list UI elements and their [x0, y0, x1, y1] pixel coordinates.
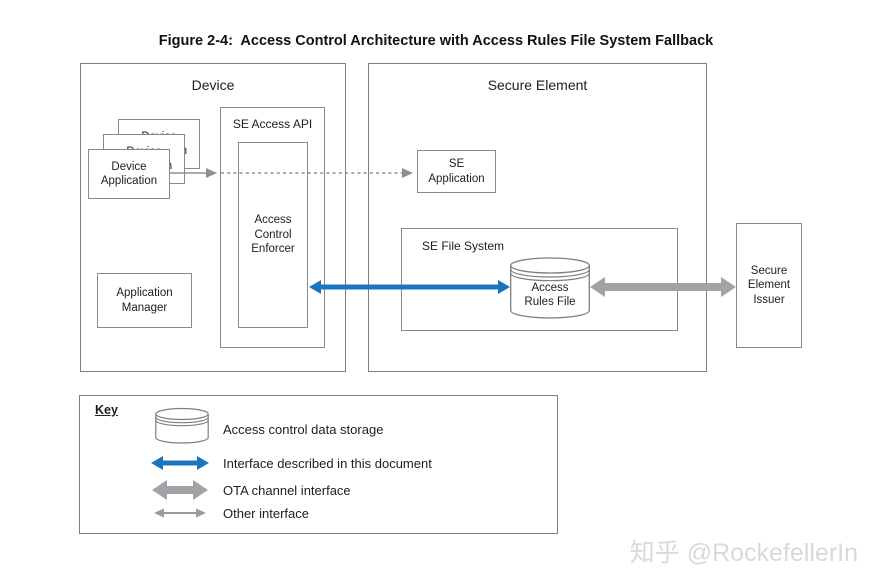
- figure-title: Figure 2-4: Access Control Architecture …: [158, 33, 714, 49]
- se-file-system-label: SE File System: [422, 239, 505, 253]
- secure-element-label: Secure Element: [487, 77, 588, 93]
- key-title: Key: [95, 403, 118, 417]
- device-application-box-front: Device Application: [88, 149, 170, 199]
- zhihu-watermark: 知乎 @RockefellerIn: [629, 539, 858, 567]
- se-access-api-label: SE Access API: [232, 117, 313, 131]
- access-control-enforcer-box: Access Control Enforcer: [238, 142, 308, 328]
- access-rules-file-label: Access Rules File: [524, 282, 576, 309]
- key-item-other-label: Other interface: [223, 506, 309, 521]
- key-item-ota-label: OTA channel interface: [223, 483, 351, 498]
- se-application-box: SE Application: [417, 150, 496, 193]
- device-label: Device: [191, 77, 235, 93]
- key-item-interface-label: Interface described in this document: [223, 456, 432, 471]
- application-manager-box: Application Manager: [97, 273, 192, 328]
- key-item-storage-label: Access control data storage: [223, 422, 384, 437]
- secure-element-issuer-box: Secure Element Issuer: [736, 223, 802, 348]
